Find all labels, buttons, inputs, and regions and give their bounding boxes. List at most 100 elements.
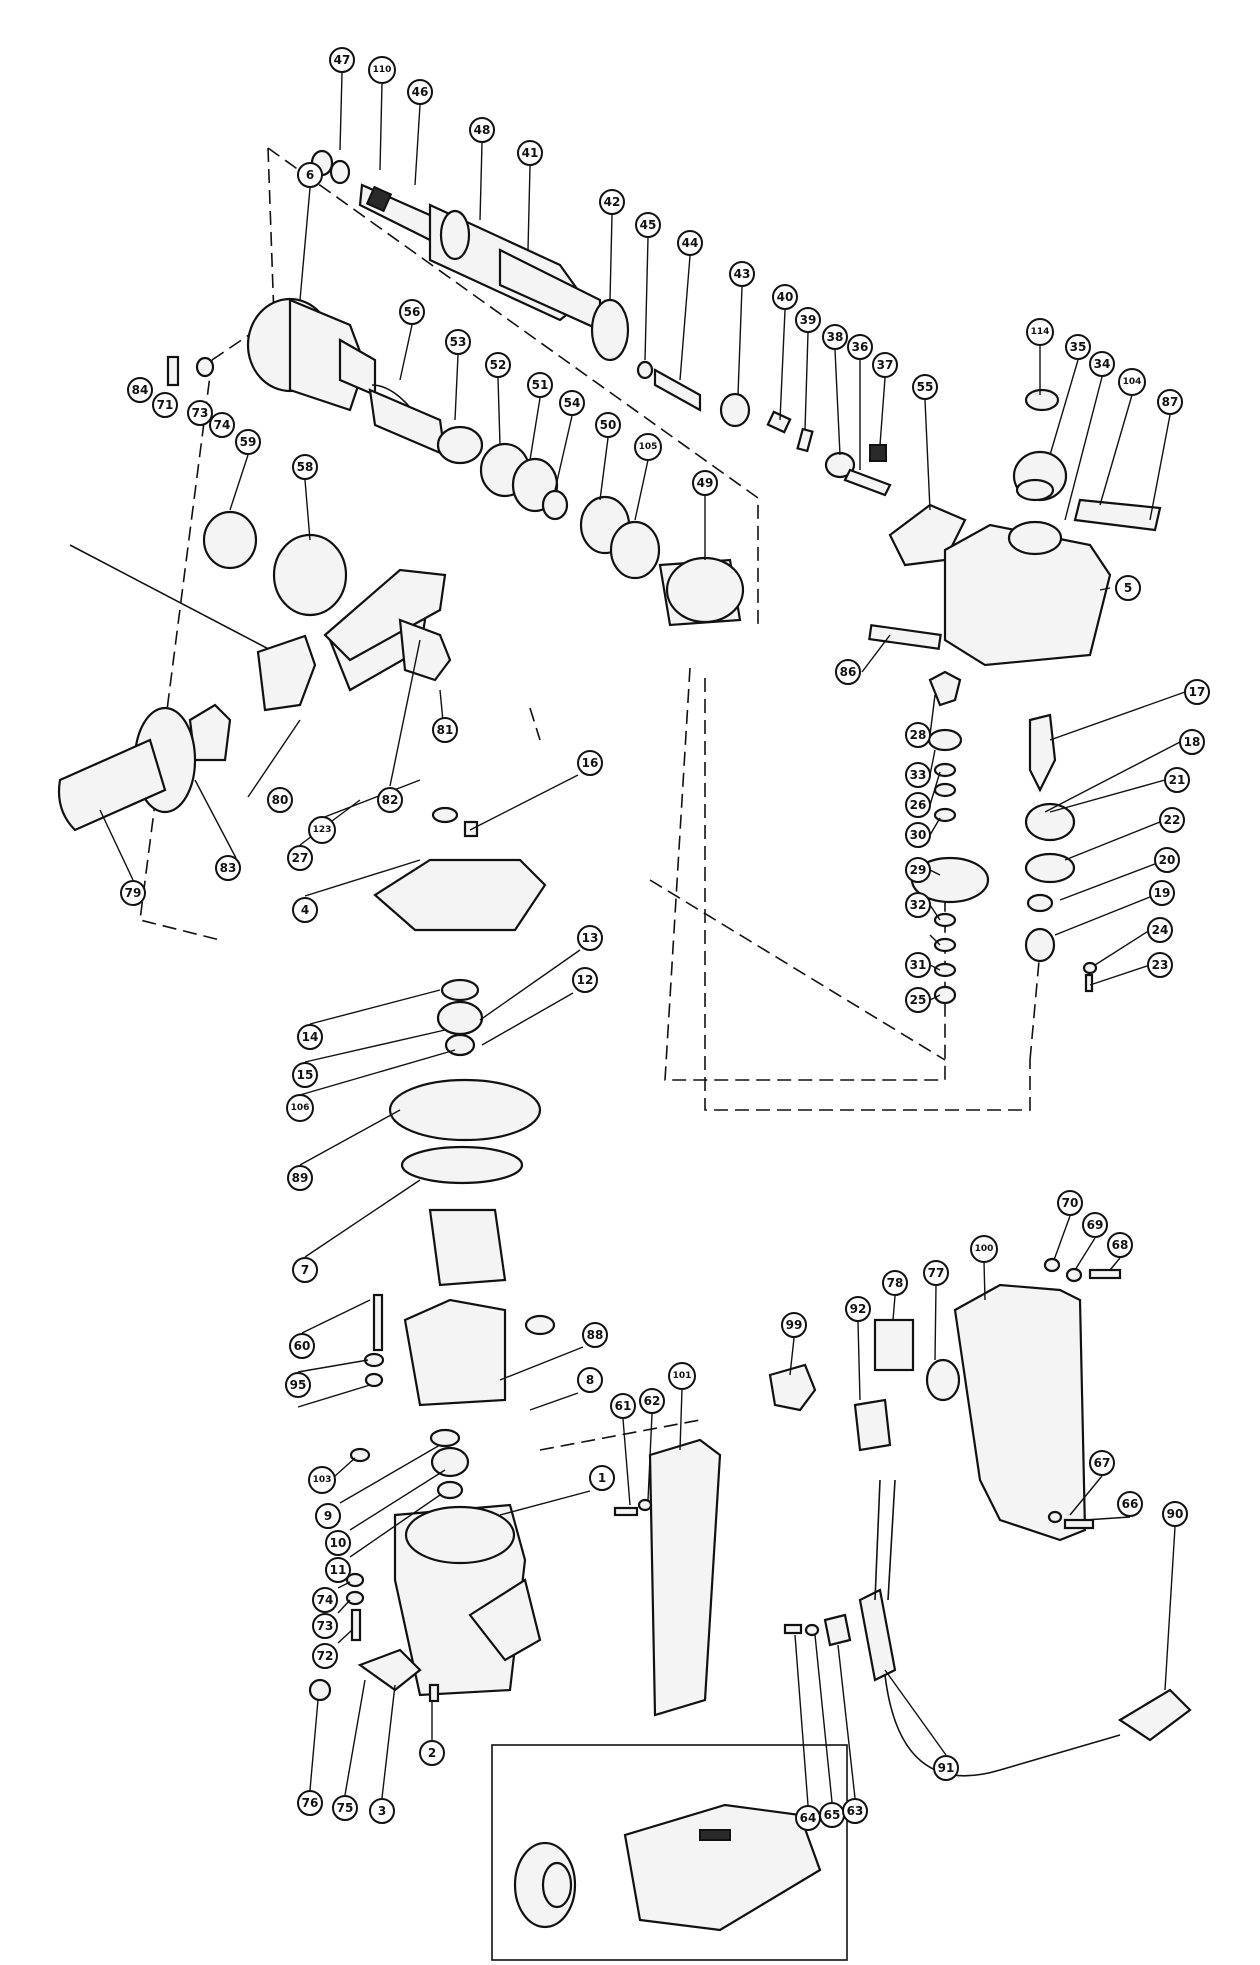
callout-number: 41 xyxy=(522,146,539,160)
callout-number: 18 xyxy=(1184,735,1201,749)
callout-103: 103 xyxy=(308,1466,336,1494)
callout-number: 71 xyxy=(157,398,174,412)
callout-4: 4 xyxy=(292,897,318,923)
callout-circle xyxy=(1057,1190,1083,1216)
callout-90: 90 xyxy=(1162,1501,1188,1527)
callout-number: 47 xyxy=(334,53,351,67)
callout-circle xyxy=(822,324,848,350)
callout-number: 86 xyxy=(840,665,857,679)
callout-number: 87 xyxy=(1162,395,1179,409)
callout-circle xyxy=(399,299,425,325)
callout-91: 91 xyxy=(933,1755,959,1781)
callout-number: 114 xyxy=(1031,327,1050,337)
callout-circle xyxy=(312,1643,338,1669)
callout-number: 80 xyxy=(272,793,289,807)
callout-circle xyxy=(215,855,241,881)
callout-number: 48 xyxy=(474,123,491,137)
callout-circle xyxy=(485,352,511,378)
gear-housing-assembly xyxy=(166,297,745,692)
side-handle-assembly xyxy=(57,544,452,832)
callout-26: 26 xyxy=(905,792,931,818)
callout-number: 92 xyxy=(850,1302,867,1316)
callout-72: 72 xyxy=(312,1643,338,1669)
callout-number: 84 xyxy=(132,383,149,397)
callout-circle xyxy=(527,372,553,398)
callout-73: 73 xyxy=(187,400,213,426)
callout-24: 24 xyxy=(1147,917,1173,943)
callout-55: 55 xyxy=(912,374,938,400)
callout-circle xyxy=(1065,334,1091,360)
callout-number: 90 xyxy=(1167,1507,1184,1521)
callout-number: 15 xyxy=(297,1068,314,1082)
callout-circle xyxy=(267,787,293,813)
callout-75: 75 xyxy=(332,1795,358,1821)
callout-20: 20 xyxy=(1154,847,1180,873)
callout-74: 74 xyxy=(209,412,235,438)
callout-circle xyxy=(634,433,662,461)
callout-circle xyxy=(639,1388,665,1414)
callout-circle xyxy=(1147,952,1173,978)
callout-number: 79 xyxy=(125,886,142,900)
callout-50: 50 xyxy=(595,412,621,438)
callout-circle xyxy=(905,892,931,918)
callout-49: 49 xyxy=(692,470,718,496)
callout-number: 27 xyxy=(292,851,309,865)
handle-assembly xyxy=(613,1257,1192,1777)
callout-82: 82 xyxy=(377,787,403,813)
callout-61: 61 xyxy=(610,1393,636,1419)
callout-number: 46 xyxy=(412,85,429,99)
callout-29: 29 xyxy=(905,857,931,883)
callout-circle xyxy=(1118,368,1146,396)
callout-circle xyxy=(572,967,598,993)
part-callouts: 4711046484142454443403938363755114353410… xyxy=(120,47,1210,1831)
callout-7: 7 xyxy=(292,1257,318,1283)
callout-number: 13 xyxy=(582,931,599,945)
callout-36: 36 xyxy=(847,334,873,360)
callout-40: 40 xyxy=(772,284,798,310)
callout-number: 55 xyxy=(917,380,934,394)
callout-19: 19 xyxy=(1149,880,1175,906)
callout-circle xyxy=(772,284,798,310)
callout-58: 58 xyxy=(292,454,318,480)
callout-circle xyxy=(297,1024,323,1050)
callout-circle xyxy=(312,1587,338,1613)
callout-number: 2 xyxy=(428,1746,436,1760)
callout-number: 21 xyxy=(1169,773,1186,787)
callout-circle xyxy=(445,329,471,355)
callout-18: 18 xyxy=(1179,729,1205,755)
callout-circle xyxy=(905,762,931,788)
callout-88: 88 xyxy=(582,1322,608,1348)
carrying-case-inset xyxy=(491,1744,848,1961)
callout-number: 37 xyxy=(877,358,894,372)
callout-27: 27 xyxy=(287,845,313,871)
motor-assembly xyxy=(308,806,556,1703)
callout-circle xyxy=(795,307,821,333)
callout-89: 89 xyxy=(287,1165,313,1191)
callout-number: 31 xyxy=(910,958,927,972)
callout-5: 5 xyxy=(1115,575,1141,601)
callout-62: 62 xyxy=(639,1388,665,1414)
callout-circle xyxy=(312,1613,338,1639)
callout-59: 59 xyxy=(235,429,261,455)
callout-circle xyxy=(285,1372,311,1398)
callout-circle xyxy=(297,162,323,188)
callout-number: 52 xyxy=(490,358,507,372)
callout-number: 23 xyxy=(1152,958,1169,972)
callout-number: 89 xyxy=(292,1171,309,1185)
callout-circle xyxy=(120,880,146,906)
callout-37: 37 xyxy=(872,352,898,378)
callout-circle xyxy=(905,822,931,848)
callout-number: 4 xyxy=(301,903,309,917)
callout-number: 63 xyxy=(847,1804,864,1818)
callout-68: 68 xyxy=(1107,1232,1133,1258)
callout-63: 63 xyxy=(842,1798,868,1824)
callout-circle xyxy=(1115,575,1141,601)
callout-circle xyxy=(329,47,355,73)
callout-17: 17 xyxy=(1184,679,1210,705)
callout-circle xyxy=(308,816,336,844)
callout-number: 88 xyxy=(587,1328,604,1342)
callout-number: 105 xyxy=(639,442,658,452)
callout-number: 64 xyxy=(800,1811,817,1825)
callout-number: 101 xyxy=(673,1371,692,1381)
